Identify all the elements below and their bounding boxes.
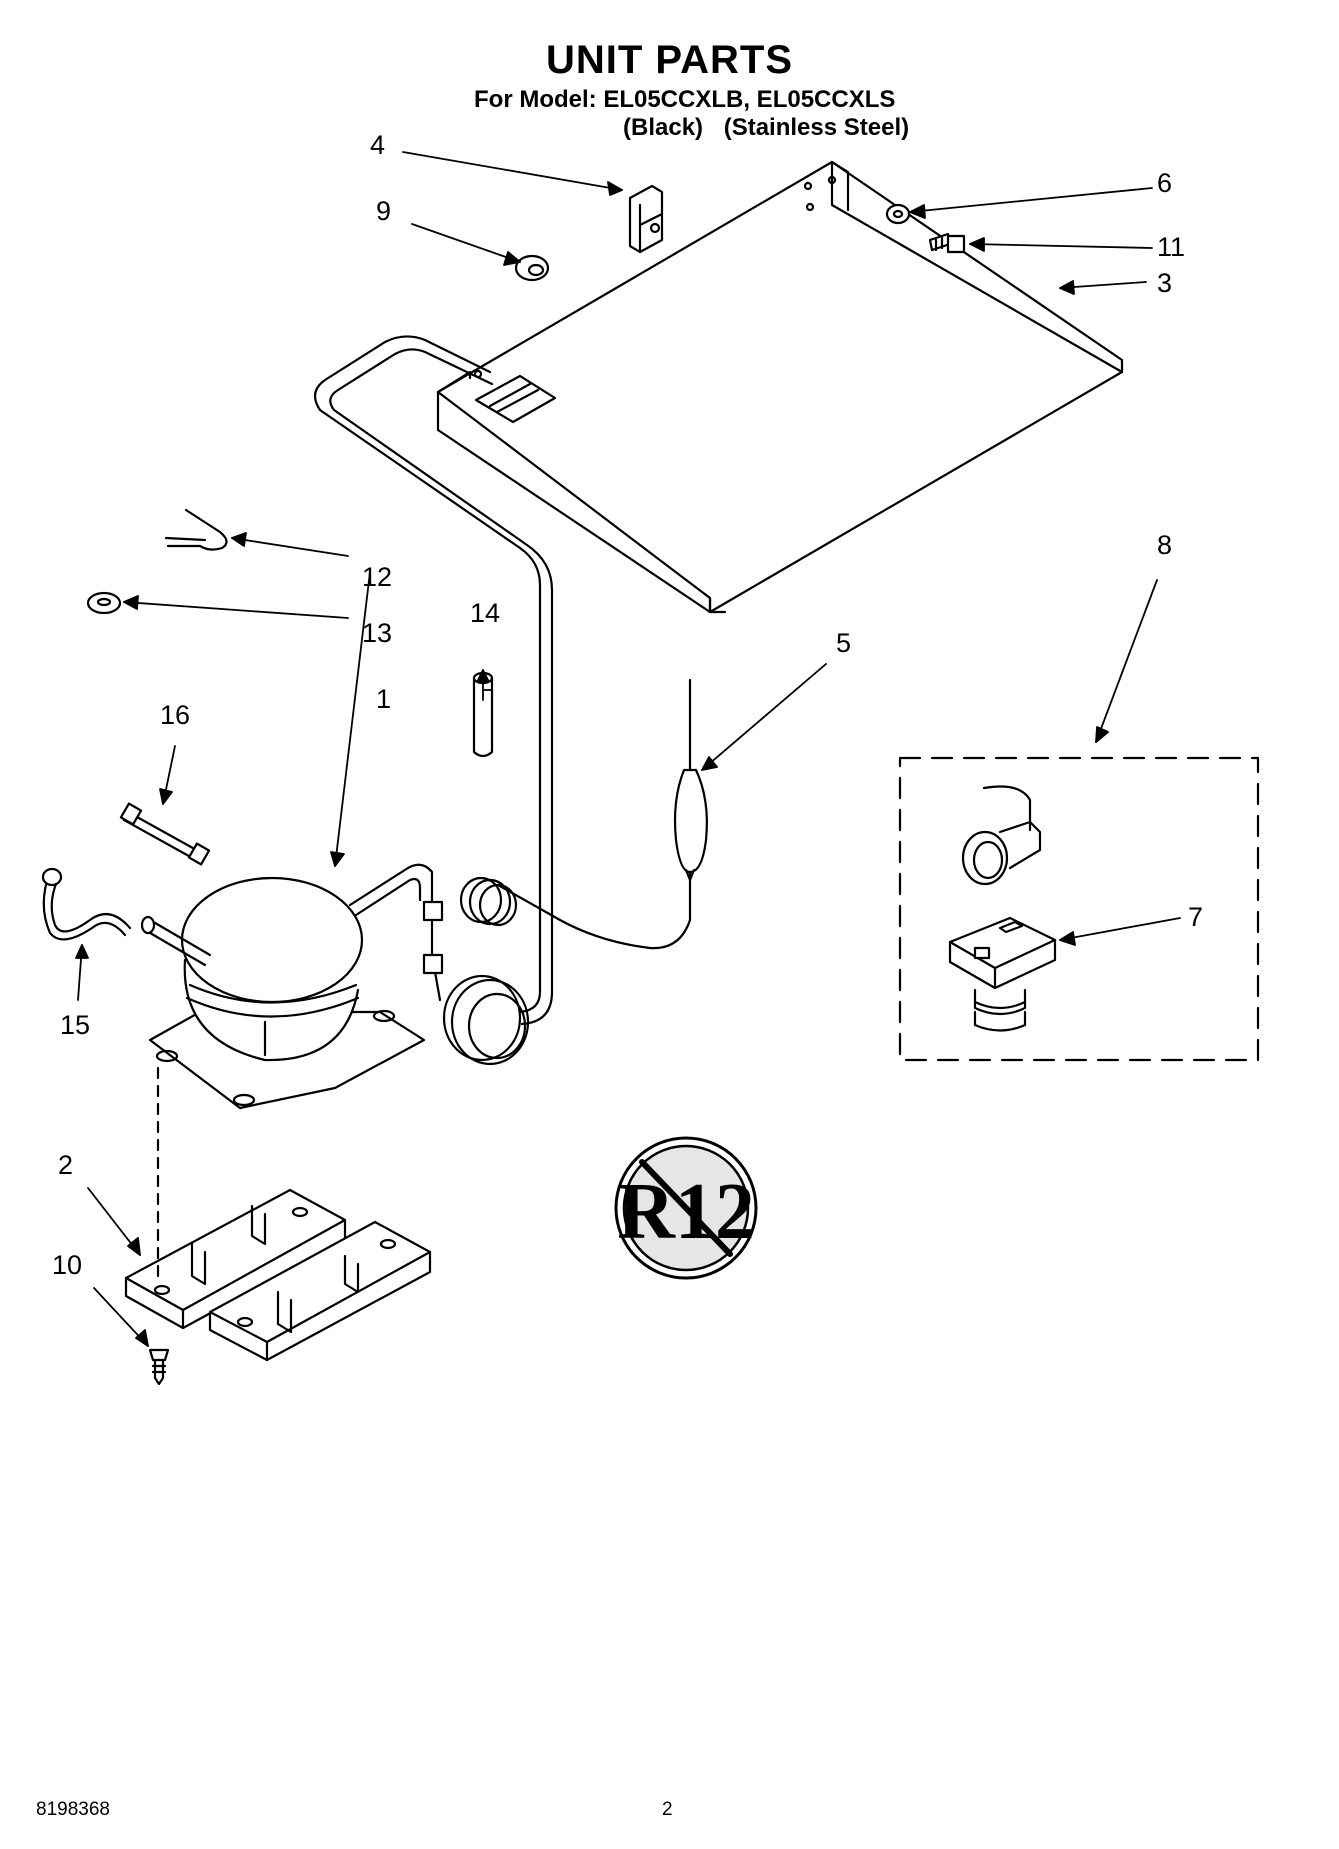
model-subtitle: For Model: EL05CCXLB, EL05CCXLS <box>474 86 896 113</box>
part-2-base-rails <box>124 1188 432 1362</box>
callout-12: 12 <box>362 562 393 592</box>
part-9-grommet <box>514 254 550 282</box>
variant-stainless: (Stainless Steel) <box>723 114 910 141</box>
r12-badge-text: R12 <box>617 1168 755 1256</box>
part-10-screw <box>148 1348 170 1386</box>
variant-black: (Black) <box>623 114 704 141</box>
callout-10: 10 <box>52 1250 83 1280</box>
capillary-coils <box>422 868 692 1066</box>
part-4-clip <box>628 184 664 254</box>
callout-16: 16 <box>160 700 191 730</box>
callout-4: 4 <box>370 130 386 160</box>
part-1-compressor <box>140 863 434 1110</box>
part-16-link <box>119 802 211 866</box>
callout-7: 7 <box>1188 902 1204 932</box>
part-8-kit-box <box>898 756 1260 1062</box>
callout-2: 2 <box>58 1150 74 1180</box>
part-6-washer <box>885 203 911 225</box>
page-title: UNIT PARTS <box>545 38 794 82</box>
model-variants: (Black) (Stainless Steel) <box>623 114 923 142</box>
kit-relay-overload <box>948 785 1057 1032</box>
document-number: 8198368 <box>36 1799 110 1820</box>
part-3-tray <box>436 160 1124 614</box>
no-r12-badge <box>614 1136 758 1280</box>
callout-8: 8 <box>1157 530 1173 560</box>
page-number: 2 <box>662 1799 673 1820</box>
part-11-bolt <box>928 232 966 254</box>
callout-6: 6 <box>1157 168 1173 198</box>
callout-14: 14 <box>470 598 501 628</box>
part-13-washer <box>86 591 122 615</box>
leader-lines <box>75 151 1181 1347</box>
callout-5: 5 <box>836 628 852 658</box>
callout-3: 3 <box>1157 268 1173 298</box>
callout-1: 1 <box>376 684 392 714</box>
callout-13: 13 <box>362 618 393 648</box>
callout-15: 15 <box>60 1010 91 1040</box>
part-5-sensor-bulb <box>673 678 708 882</box>
part-12-hairpin-clip <box>164 508 228 551</box>
callout-9: 9 <box>376 196 392 226</box>
part-15-process-tube <box>41 867 132 941</box>
callout-11: 11 <box>1157 232 1186 262</box>
tubing <box>313 335 554 1026</box>
